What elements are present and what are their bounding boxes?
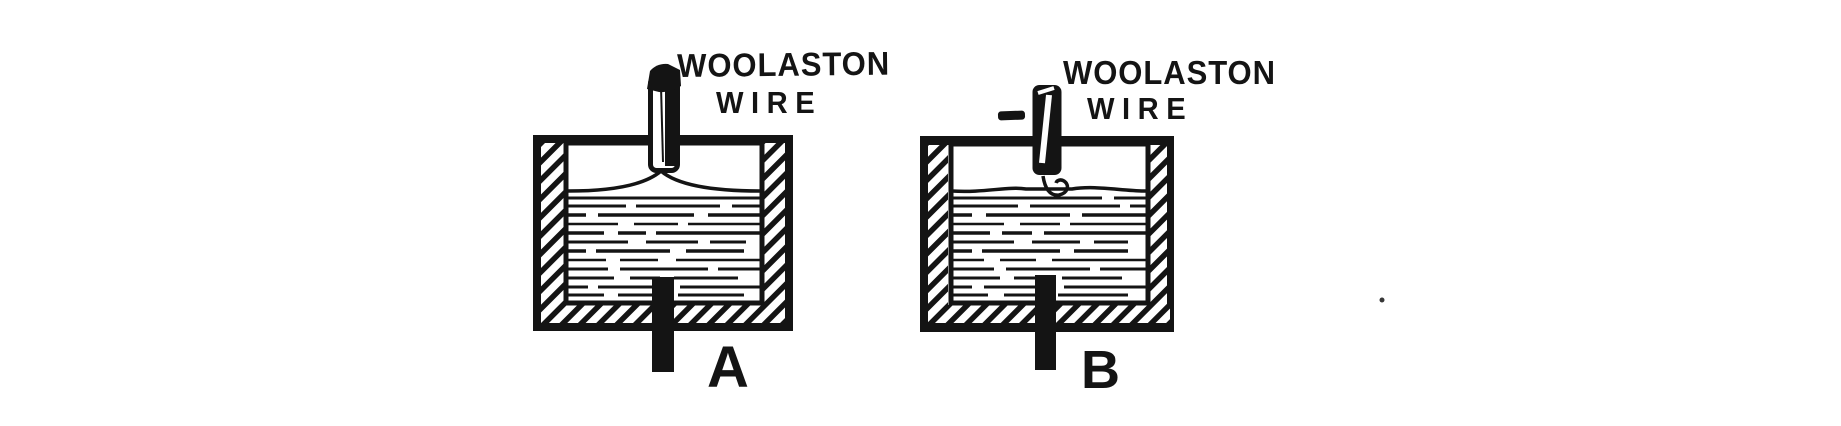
vessel-a-drawing <box>533 63 793 372</box>
vessel-b-letter: B <box>1081 340 1120 400</box>
vessel-b-wire-label-line2: WIRE <box>1087 91 1194 126</box>
vessel-b-drawing <box>920 85 1174 370</box>
vessel-b-bottom-electrode <box>1035 275 1056 370</box>
minus-icon <box>997 110 1026 121</box>
vessel-b-wire-label-line1: WOOLASTON <box>1063 54 1276 91</box>
vessel-a-bottom-electrode <box>652 277 674 372</box>
vessel-a-wire-label-line1: WOOLASTON <box>676 44 891 84</box>
vessel-b-wire-hook <box>1041 175 1070 197</box>
vessel-b-wollaston-wire <box>1032 85 1070 197</box>
vessel-a-wire-label-line2: WIRE <box>716 85 823 120</box>
vessel-a-wollaston-wire <box>647 63 681 173</box>
vessel-a-wire-cap <box>647 63 681 93</box>
ink-speck <box>1379 297 1385 303</box>
vessel-a-letter: A <box>707 335 749 400</box>
